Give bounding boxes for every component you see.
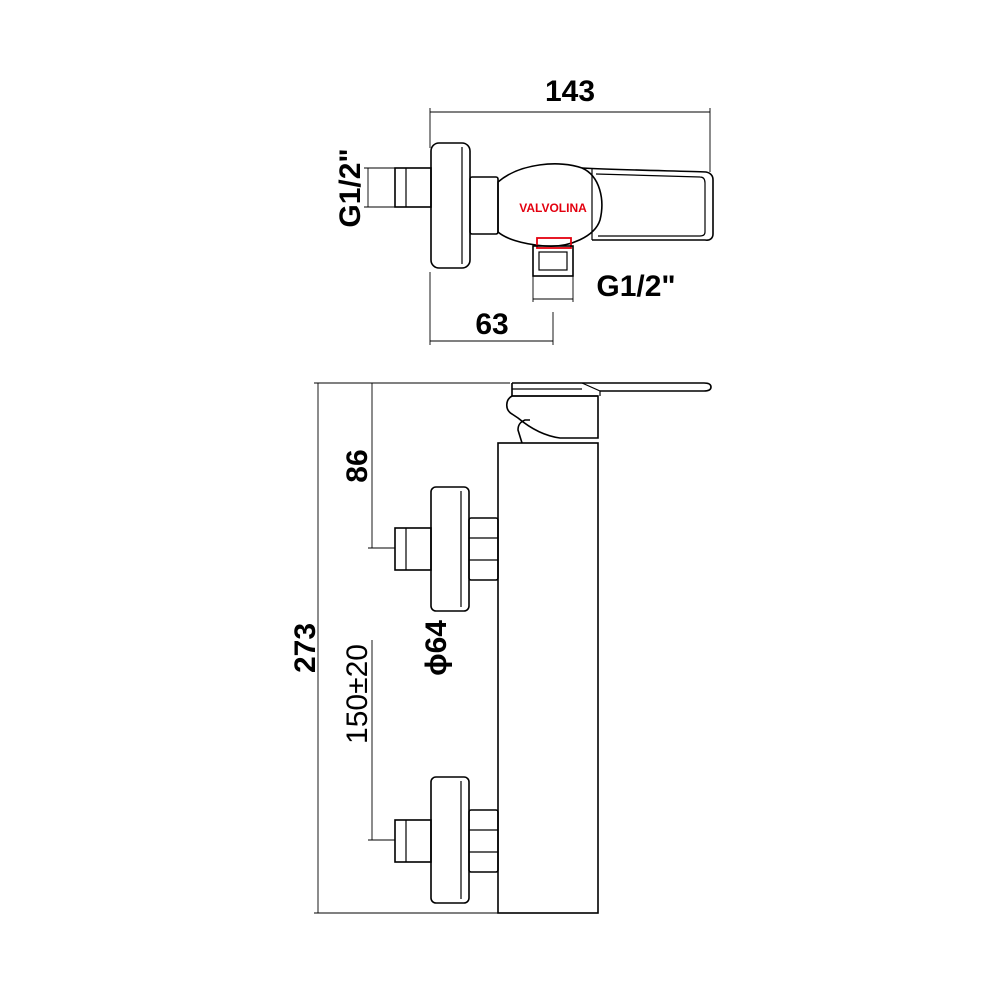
dim-inlet-spacing-label: 150±20 <box>341 644 374 744</box>
dimension-inlet-spacing: 150±20 <box>341 640 395 841</box>
dim-inlet-thread-label: G1/2" <box>334 148 367 227</box>
dim-outlet-thread-label: G1/2" <box>596 270 675 303</box>
dimension-inlet-thread: G1/2" <box>334 148 395 228</box>
dimension-outlet-thread: G1/2" <box>532 270 676 303</box>
dim-width-label: 143 <box>545 75 595 108</box>
dim-lever-inlet-label: 86 <box>341 449 374 482</box>
dim-flange-label: ϕ64 <box>420 620 453 676</box>
inlet-stub <box>394 167 432 208</box>
dimension-lever-inlet-86: 86 <box>341 383 395 549</box>
brand-label: VALVOLINA <box>519 201 587 215</box>
connector-nut <box>469 176 499 235</box>
mixer-body-top <box>497 163 603 247</box>
outlet-highlight <box>536 237 572 249</box>
dimension-offset-63: 63 <box>429 272 554 345</box>
wall-flange <box>430 142 471 269</box>
dimension-height-273: 273 <box>289 382 510 914</box>
lower-inlet-assembly <box>394 776 499 904</box>
side-view: 273 86 150±20 ϕ64 <box>289 382 712 914</box>
mixer-body-column <box>497 442 599 914</box>
dimension-width-143: 143 <box>429 75 711 172</box>
upper-inlet-assembly <box>394 486 499 612</box>
lever-handle-side <box>505 382 712 444</box>
lever-handle-top <box>581 167 714 241</box>
dim-offset-label: 63 <box>475 308 508 341</box>
top-view: 143 G1/2" VALVOLINA <box>334 75 714 345</box>
outlet-fitting <box>532 237 574 277</box>
dim-height-label: 273 <box>289 623 322 673</box>
